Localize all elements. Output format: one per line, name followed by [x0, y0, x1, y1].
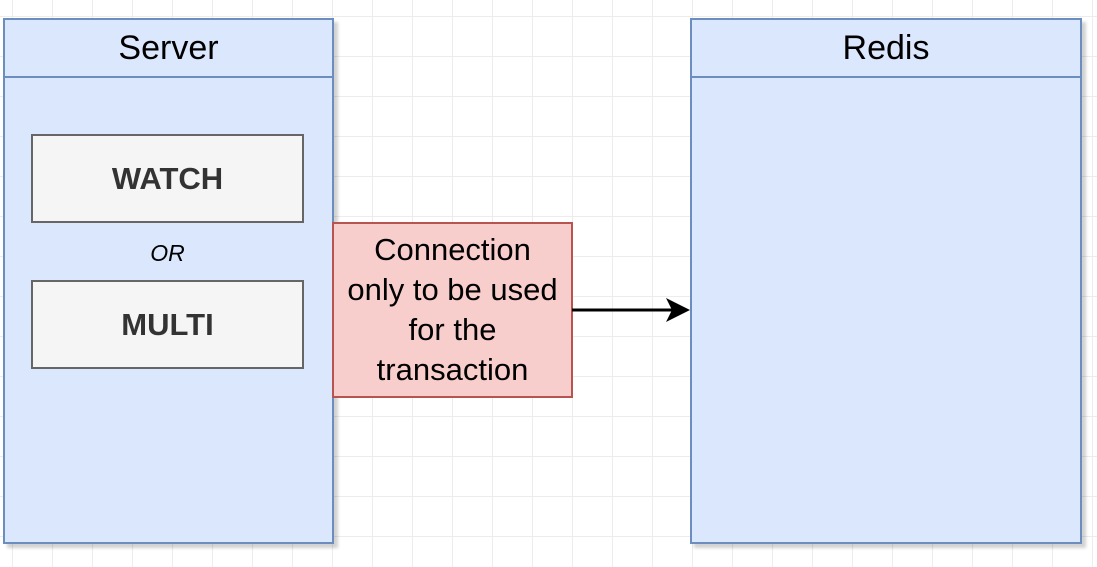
- watch-command-box: WATCH: [31, 134, 304, 223]
- arrow-head-icon: [666, 298, 690, 322]
- redis-container: Redis: [690, 18, 1082, 544]
- multi-command-label: MULTI: [121, 306, 214, 342]
- or-separator-label: OR: [150, 240, 185, 266]
- multi-command-box: MULTI: [31, 280, 304, 369]
- connection-label: Connection only to be used for the trans…: [347, 232, 558, 387]
- server-title: Server: [5, 20, 332, 78]
- connection-box: Connection only to be used for the trans…: [332, 222, 573, 398]
- redis-title: Redis: [692, 20, 1080, 78]
- connection-arrow: [572, 298, 690, 322]
- watch-command-label: WATCH: [111, 160, 224, 196]
